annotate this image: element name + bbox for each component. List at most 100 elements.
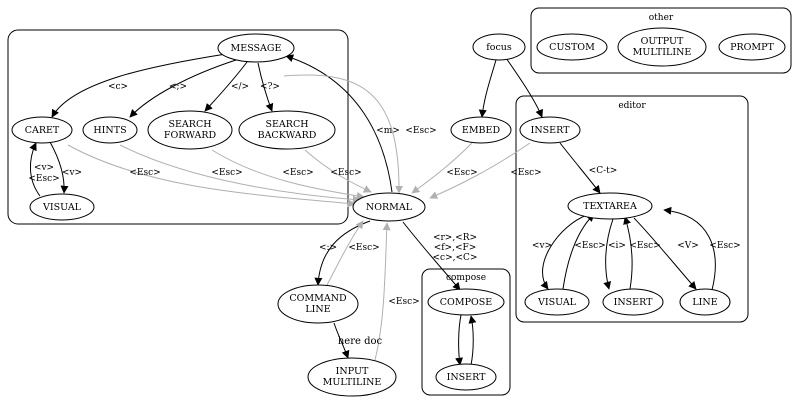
edge-input-multiline-normal [374,222,391,361]
edge-label-textarea-insert: <i> [608,241,626,251]
node-visual-main: VISUAL [29,193,95,221]
node-prompt: PROMPT [718,33,786,61]
node-search-backward-line2: BACKWARD [258,130,317,141]
node-command-line-line1: COMMAND [289,293,347,304]
node-textarea: TEXTAREA [567,192,653,220]
edge-visual-textarea [562,213,595,290]
edge-label-insert-normal: <Esc> [510,168,541,178]
node-search-backward: SEARCH BACKWARD [238,110,336,150]
edge-insert-compose-back [468,315,477,366]
node-embed-label: EMBED [462,125,501,136]
node-visual-main-label: VISUAL [42,202,82,213]
edge-message-search-backward [257,62,274,112]
edges-escape [67,74,531,361]
node-search-backward-line1: SEARCH [265,119,308,130]
edge-label-search-forward-normal: <Esc> [282,168,313,178]
node-command-line-line2: LINE [305,304,330,315]
node-hints-label: HINTS [93,125,126,136]
edge-message-normal [283,74,404,194]
node-output-multiline-line2: MULTILINE [633,47,692,58]
edge-label-textarea-line: <V> [677,241,699,251]
edge-insert-textarea-back [623,216,633,290]
node-command-line: COMMAND LINE [277,284,359,324]
node-caret-label: CARET [25,125,60,136]
edge-normal-message [285,54,393,193]
edge-label-command-line-input-multiline: here doc [338,336,383,347]
edge-label-hints-normal: <Esc> [211,168,242,178]
edge-label-message-caret: <c> [108,82,128,92]
edge-label-visual-caret-line1: <v> [34,163,54,173]
edge-textarea-line [633,217,697,290]
cluster-compose-label: compose [446,273,486,283]
edge-label-input-multiline-normal: <Esc> [388,297,419,307]
edge-label-caret-normal: <Esc> [129,168,160,178]
node-search-forward: SEARCH FORWARD [147,110,233,150]
edge-label-normal-message: <m> [376,126,400,136]
node-message: MESSAGE [217,33,295,63]
edge-message-search-forward [204,61,248,112]
cluster-main [7,29,349,225]
node-prompt-label: PROMPT [730,42,774,53]
node-visual-editor-label: VISUAL [537,297,577,308]
node-normal-label: NORMAL [366,202,413,213]
edge-normal-compose [402,221,461,291]
node-visual-editor: VISUAL [524,288,590,316]
edge-insert-normal [429,142,531,199]
node-insert-compose-label: INSERT [447,372,486,383]
node-message-label: MESSAGE [231,43,282,54]
cluster-other-label: other [649,13,674,23]
edge-label-normal-compose-line3: <c>,<C> [433,253,478,263]
node-embed: EMBED [450,116,512,144]
cluster-other: other [530,7,792,74]
edge-label-insert-textarea-back: <Esc> [629,241,660,251]
node-compose: COMPOSE [427,288,505,316]
node-output-multiline-line1: OUTPUT [641,36,684,47]
edge-command-line-normal [326,220,364,286]
edge-label-message-hints: <;> [169,82,187,92]
cluster-compose: compose [421,268,511,396]
edge-insert-textarea [559,142,601,194]
edge-message-caret [51,53,227,118]
node-insert-editor-label: INSERT [614,297,653,308]
node-input-multiline-line2: MULTILINE [323,377,382,388]
nodes: MESSAGE CARET HINTS SEARCH FORWARD SEARC… [11,27,786,397]
edge-search-forward-normal [211,149,365,200]
node-caret: CARET [11,116,73,144]
edge-label-normal-command-line: <:> [319,243,337,253]
node-custom: CUSTOM [536,33,608,61]
edge-label-message-normal: <Esc> [405,126,436,136]
cluster-editor-label: editor [618,101,646,111]
edge-label-visual-caret-line2: <Esc> [28,174,59,184]
cluster-editor: editor [515,95,749,323]
edge-message-hints [129,59,237,118]
node-insert-top: INSERT [519,116,581,144]
node-focus-label: focus [486,42,512,53]
edge-search-backward-normal [304,149,372,193]
edge-label-visual-textarea: <Esc> [574,241,605,251]
edge-caret-visual [49,141,69,194]
node-custom-label: CUSTOM [549,42,595,53]
node-normal: NORMAL [352,192,426,222]
edge-focus-embed [478,59,497,118]
node-line-label: LINE [692,297,717,308]
node-insert-top-label: INSERT [531,125,570,136]
edge-caret-normal [67,144,356,208]
edge-visual-caret [29,142,41,197]
edge-label-line-textarea: <Esc> [709,241,740,251]
edge-textarea-insert [603,218,614,290]
node-insert-compose: INSERT [435,363,497,391]
node-textarea-label: TEXTAREA [583,201,637,212]
edge-label-command-line-normal: <Esc> [348,243,379,253]
edge-compose-insert [455,314,464,366]
edge-label-normal-compose-line1: <r>,<R> [433,233,477,243]
node-insert-editor: INSERT [602,288,664,316]
edge-labels: <c> <;> </> <?> <v> <v> <Esc> <m> <Esc> … [28,82,740,347]
node-hints: HINTS [82,116,138,144]
edge-textarea-visual [540,214,588,290]
edge-label-insert-textarea: <C-t> [589,166,618,176]
edge-label-normal-compose-line2: <f>,<F> [434,243,477,253]
edge-label-textarea-visual: <v> [532,241,552,251]
node-input-multiline: INPUT MULTILINE [307,357,397,397]
edge-label-message-search-forward: </> [231,82,249,92]
